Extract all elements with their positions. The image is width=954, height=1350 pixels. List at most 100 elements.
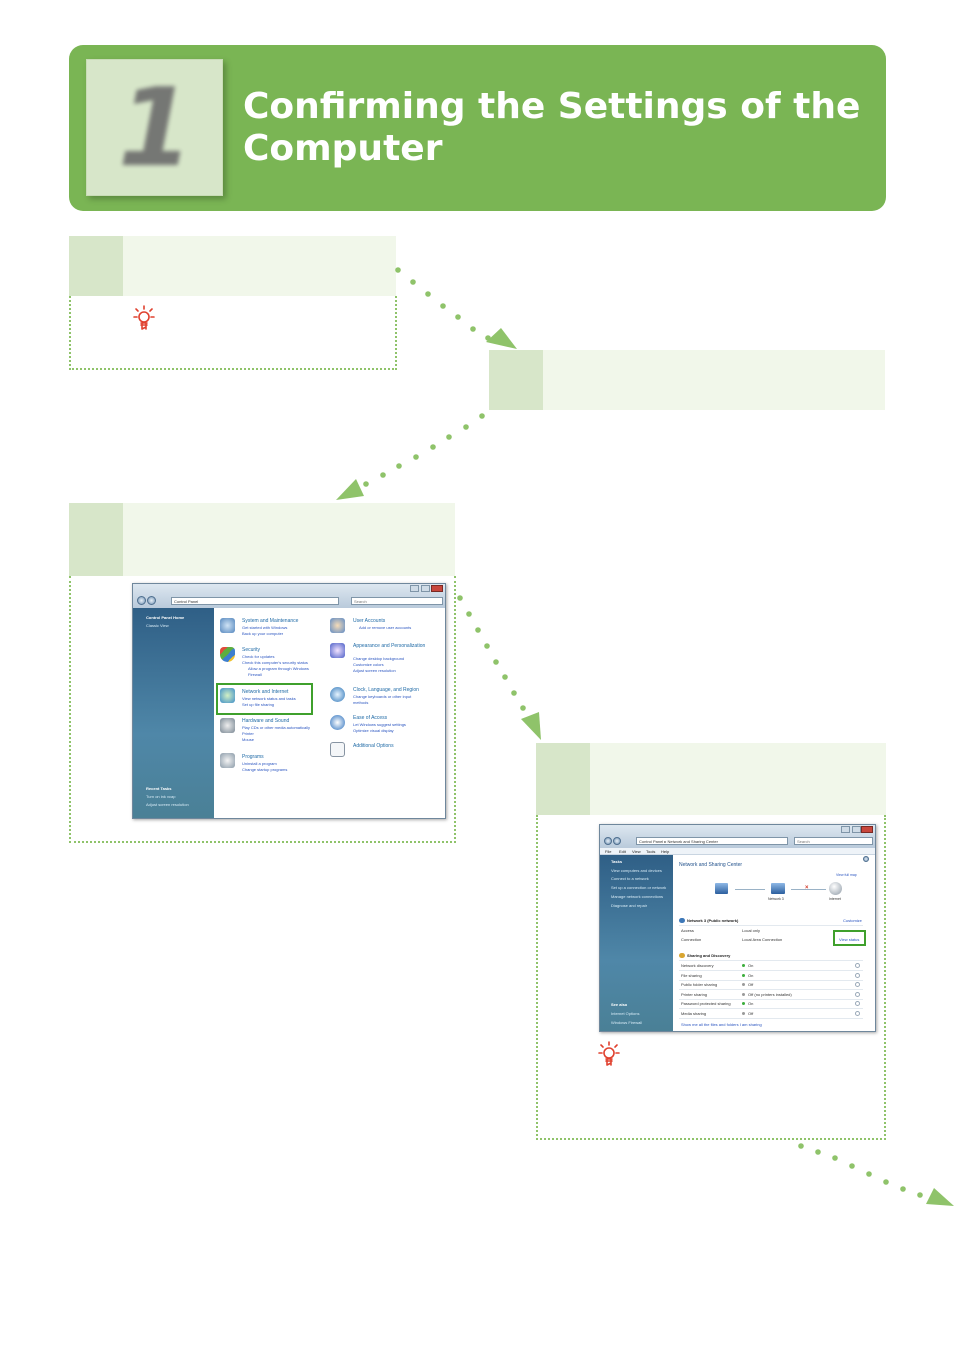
menu-tools[interactable]: Tools	[646, 849, 656, 854]
sharing-discovery-title: Sharing and Discovery	[687, 953, 731, 958]
category-link[interactable]: View network status and tasks	[242, 696, 296, 701]
arrow-step4-to-next	[798, 1143, 954, 1206]
menu-view[interactable]: View	[632, 849, 641, 854]
user-accounts-icon	[330, 618, 345, 633]
recent-tasks-title: Recent Tasks	[146, 786, 172, 791]
sidebar-item-control-panel-home[interactable]: Control Panel Home	[146, 615, 185, 620]
category-title[interactable]: System and Maintenance	[242, 618, 299, 624]
sidebar-task-item[interactable]: Diagnose and repair	[611, 903, 648, 908]
back-button[interactable]	[137, 596, 146, 605]
menu-file[interactable]: File	[605, 849, 612, 854]
map-label-internet: Internet	[829, 897, 841, 901]
page-title: Confirming the Settings of the Computer	[243, 86, 861, 169]
expand-chevron-icon[interactable]	[855, 982, 860, 987]
map-connection-line	[791, 889, 826, 890]
category-link[interactable]: Printer	[242, 731, 254, 736]
sidebar-item-classic-view[interactable]: Classic View	[146, 623, 169, 628]
search-input[interactable]: Search	[794, 837, 873, 845]
category-link[interactable]: Optimize visual display	[353, 728, 394, 733]
category-title[interactable]: Hardware and Sound	[242, 718, 290, 724]
category-link[interactable]: Change desktop background	[353, 656, 405, 661]
back-button[interactable]	[604, 837, 612, 845]
close-button[interactable]	[861, 826, 873, 833]
forward-button[interactable]	[613, 837, 621, 845]
category-link[interactable]: Uninstall a program	[242, 761, 277, 766]
category-link[interactable]: Let Windows suggest settings	[353, 722, 406, 727]
sharing-row-value: Off	[748, 1010, 754, 1016]
category-link[interactable]: Mouse	[242, 737, 255, 742]
row-divider	[679, 1017, 863, 1019]
address-bar[interactable]: Control Panel	[171, 597, 339, 605]
customize-link[interactable]: Customize	[843, 918, 862, 923]
category-link[interactable]: Allow a program through Windows	[248, 666, 309, 671]
network-highlight-box	[216, 683, 313, 715]
category-link[interactable]: Get started with Windows	[242, 625, 288, 630]
row-divider	[679, 989, 863, 990]
category-link[interactable]: Check this computer's security status	[242, 660, 308, 665]
category-title-network[interactable]: Network and Internet	[242, 689, 289, 695]
category-link[interactable]: Play CDs or other media automatically	[242, 725, 311, 730]
view-full-map-link[interactable]: View full map	[836, 873, 857, 877]
sidebar-task-item[interactable]: Set up a connection or network	[611, 885, 667, 890]
category-title[interactable]: Ease of Access	[353, 715, 388, 721]
maximize-button[interactable]	[421, 585, 430, 592]
expand-chevron-icon[interactable]	[855, 991, 860, 997]
forward-button[interactable]	[147, 596, 156, 605]
menu-help[interactable]: Help	[661, 849, 670, 854]
help-icon[interactable]	[863, 856, 869, 862]
ease-of-access-icon	[330, 715, 345, 730]
category-link[interactable]: Check for updates	[242, 654, 275, 659]
chapter-number-box: 1	[86, 59, 223, 196]
category-title[interactable]: Programs	[242, 754, 264, 760]
close-button[interactable]	[431, 585, 443, 592]
category-link[interactable]: Set up file sharing	[242, 702, 275, 707]
see-also-item[interactable]: Internet Options	[611, 1011, 640, 1016]
category-link[interactable]: Change keyboards or other input	[353, 694, 412, 699]
sidebar-task-item[interactable]: Manage network connections	[611, 894, 664, 899]
see-also-item[interactable]: Windows Firewall	[611, 1020, 643, 1025]
sharing-row-label: Password protected sharing	[681, 1001, 731, 1006]
address-bar[interactable]: Control Panel ▸ Network and Sharing Cent…	[636, 837, 788, 845]
category-link[interactable]: Back up your computer	[242, 631, 284, 636]
expand-chevron-icon[interactable]	[855, 963, 860, 968]
menu-bar: File Edit View Tools Help	[600, 848, 875, 855]
network-sidebar: Tasks View computers and devices Connect…	[600, 855, 673, 1031]
minimize-button[interactable]	[410, 585, 419, 592]
arrow-step2-to-step3	[336, 413, 485, 500]
category-title[interactable]: Additional Options	[353, 743, 394, 749]
category-title[interactable]: Appearance and Personalization	[353, 643, 426, 649]
category-link[interactable]: Add or remove user accounts	[359, 625, 412, 630]
expand-chevron-icon[interactable]	[855, 1010, 860, 1016]
category-link[interactable]: Adjust screen resolution	[353, 668, 396, 673]
expand-chevron-icon[interactable]	[855, 1001, 860, 1006]
control-panel-window: Control Panel Search Control Panel Home …	[132, 583, 446, 819]
search-input[interactable]: Search	[351, 597, 443, 605]
sidebar-task-item[interactable]: View computers and devices	[611, 868, 662, 873]
recent-task-item[interactable]: Adjust screen resolution	[146, 802, 189, 807]
computer-icon	[715, 883, 728, 894]
sidebar-task-item[interactable]: Connect to a network	[611, 876, 649, 881]
access-value: Local only	[742, 928, 761, 933]
show-shared-files-link[interactable]: Show me all the files and folders I am s…	[681, 1022, 762, 1027]
sharing-icon	[679, 953, 685, 958]
maximize-button[interactable]	[852, 826, 861, 833]
sharing-status-dot	[742, 964, 745, 967]
category-title[interactable]: Clock, Language, and Region	[353, 687, 419, 693]
recent-task-item[interactable]: Turn on ink vcap	[146, 794, 176, 799]
minimize-button[interactable]	[841, 826, 850, 833]
chapter-number: 1	[117, 66, 194, 191]
additional-options-icon	[330, 742, 345, 757]
category-title[interactable]: User Accounts	[353, 618, 386, 624]
category-link[interactable]: Firewall	[248, 672, 262, 677]
row-divider	[679, 979, 863, 981]
category-title[interactable]: Security	[242, 647, 261, 653]
view-status-link[interactable]: View status	[839, 937, 860, 942]
sharing-row-value: Off (no printers installed)	[748, 991, 792, 997]
menu-edit[interactable]: Edit	[619, 849, 626, 854]
category-link[interactable]: Customize colors	[353, 662, 384, 667]
category-link[interactable]: methods	[353, 700, 369, 705]
row-divider	[679, 960, 863, 961]
category-link[interactable]: Change startup programs	[242, 767, 288, 772]
expand-chevron-icon[interactable]	[855, 972, 860, 978]
